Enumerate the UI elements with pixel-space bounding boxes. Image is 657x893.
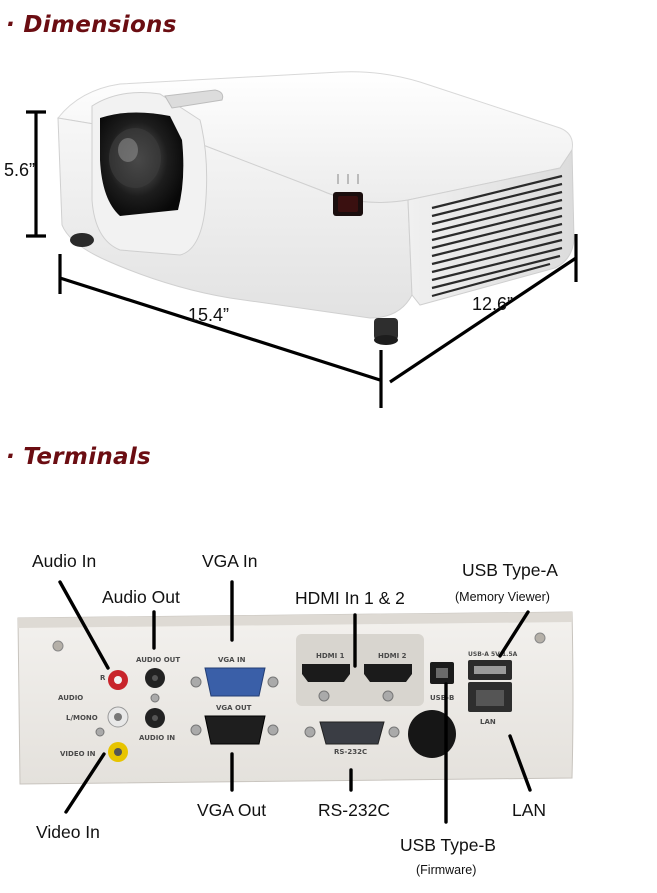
label-audio-in: Audio In <box>32 551 97 571</box>
depth-dimension: 12.6” <box>472 294 514 314</box>
panel-label-lan: LAN <box>480 718 496 726</box>
panel-label-audio: AUDIO <box>58 694 83 702</box>
vga-in-port <box>204 667 266 697</box>
label-usb-type-b: USB Type-B <box>400 835 496 855</box>
label-usb-type-a-note: (Memory Viewer) <box>455 590 550 604</box>
dimensions-heading: · Dimensions <box>6 12 177 38</box>
callout-lan <box>508 734 532 792</box>
label-hdmi-in: HDMI In 1 & 2 <box>295 588 405 608</box>
panel-label-usb-a: USB-A 5V/1.5A <box>468 651 518 658</box>
label-vga-in: VGA In <box>202 551 258 571</box>
label-usb-type-b-note: (Firmware) <box>416 863 477 877</box>
projector-illustration <box>26 71 578 408</box>
panel-label-vga-out: VGA OUT <box>216 704 252 712</box>
label-audio-out: Audio Out <box>102 587 180 607</box>
terminals-heading: · Terminals <box>6 444 151 470</box>
panel-label-lmono: L/MONO <box>66 714 98 722</box>
callout-video-in <box>64 752 106 814</box>
panel-label-r: R <box>100 674 106 682</box>
panel-label-rs232c: RS-232C <box>334 748 367 756</box>
label-vga-out: VGA Out <box>197 800 267 820</box>
callout-audio-in <box>58 580 110 670</box>
label-rs232c: RS-232C <box>318 800 390 820</box>
callout-usb-a <box>498 610 530 658</box>
heading-bullet: · <box>6 12 16 38</box>
rear-terminal-panel: R AUDIO L/MONO VIDEO IN AUDIO OUT AUDIO … <box>17 611 574 785</box>
hdmi1-port <box>302 664 350 682</box>
label-lan: LAN <box>512 800 547 820</box>
hdmi2-port <box>364 664 412 682</box>
panel-label-video-in: VIDEO IN <box>60 750 96 758</box>
panel-label-audio-out: AUDIO OUT <box>136 656 180 664</box>
panel-label-usb-b: USB-B <box>430 694 454 702</box>
height-dimension: 5.6” <box>4 160 36 180</box>
label-video-in: Video In <box>36 822 100 842</box>
rs232c-port <box>319 721 385 745</box>
vga-out-port <box>204 715 266 745</box>
label-usb-type-a: USB Type-A <box>462 560 558 580</box>
terminals-title: Terminals <box>23 444 152 470</box>
panel-label-audio-in: AUDIO IN <box>139 734 175 742</box>
width-dimension: 15.4” <box>188 305 230 325</box>
heading-bullet: · <box>6 444 16 470</box>
panel-label-vga-in: VGA IN <box>218 656 246 664</box>
dimensions-title: Dimensions <box>23 12 177 38</box>
panel-label-hdmi2: HDMI 2 <box>378 652 407 660</box>
panel-label-hdmi1: HDMI 1 <box>316 652 345 660</box>
